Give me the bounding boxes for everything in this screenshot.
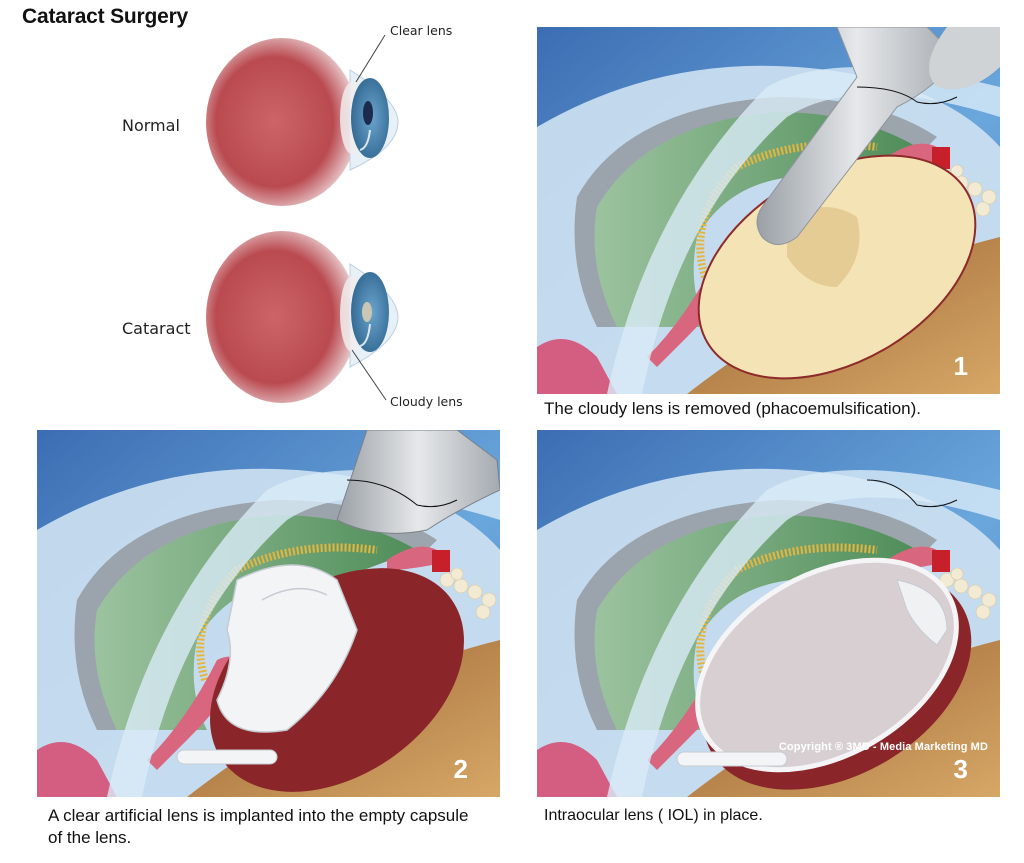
callout-line [355, 34, 386, 83]
surgery-panel-2: 2 [37, 430, 500, 797]
iol-haptic-lower [676, 751, 788, 767]
surgery-panel-3: Copyright ® 3MD - Media Marketing MD 3 [537, 430, 1000, 797]
normal-eye-illustration [206, 34, 399, 206]
panel-number: 3 [953, 754, 968, 784]
eyeball [206, 38, 358, 206]
iol-haptic [896, 579, 948, 646]
cataract-eye-illustration [206, 231, 399, 403]
callout-label-cloudy-lens: Cloudy lens [390, 394, 463, 409]
cloudy-pupil [362, 302, 372, 322]
callout-line [351, 349, 387, 401]
copyright-notice: Copyright ® 3MD - Media Marketing MD [778, 741, 988, 753]
eyeball [206, 231, 358, 403]
panel-number: 1 [953, 351, 968, 381]
folded-iol [216, 564, 358, 733]
haptic [176, 749, 278, 765]
pupil [363, 101, 373, 125]
panel-2-caption: A clear artificial lens is implanted int… [48, 806, 469, 847]
intraocular-lens [695, 557, 959, 773]
page-title: Cataract Surgery [22, 5, 189, 28]
callout-label-clear-lens: Clear lens [390, 23, 453, 38]
injector [336, 430, 500, 534]
eye-label-normal: Normal [122, 116, 180, 135]
panel-number: 2 [453, 754, 468, 784]
surgery-panel-1: 1 [537, 27, 1000, 394]
panel-3-caption: Intraocular lens ( IOL) in place. [544, 807, 763, 824]
eye-label-cataract: Cataract [122, 319, 191, 338]
panel-1-caption: The cloudy lens is removed (phacoemulsif… [544, 399, 922, 418]
